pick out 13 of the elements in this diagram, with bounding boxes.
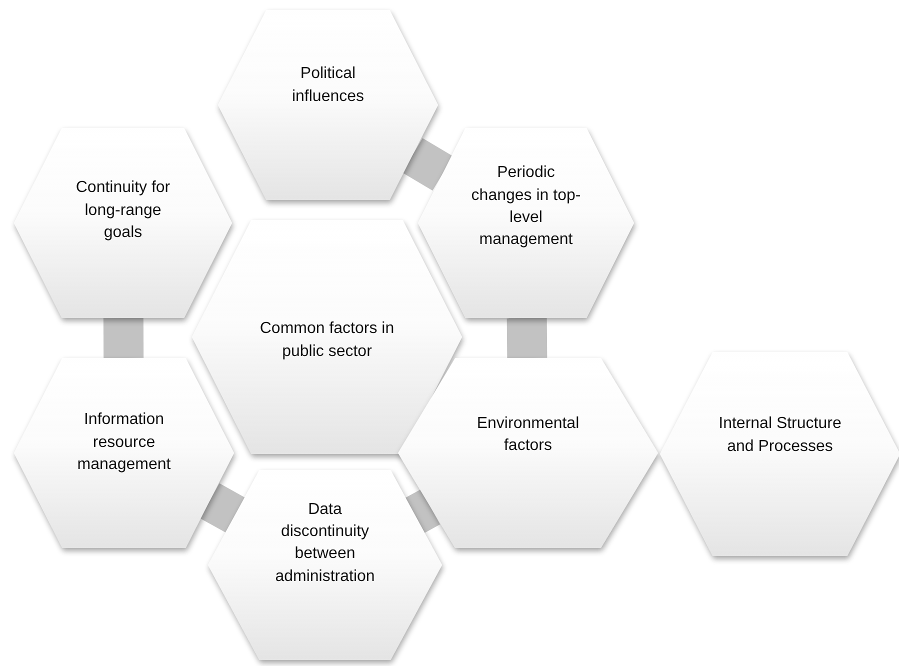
hexagon-label: Common factors in public sector [258,319,396,362]
connector-band [506,318,548,358]
hexagon-label: Internal Structure and Processes [718,414,842,457]
connector-band [405,489,440,533]
connector-band [200,483,245,532]
connector-band [103,318,144,358]
hexagon-label: Political influences [290,64,366,107]
hexagon-label: Data discontinuity between administration [274,500,376,587]
hexagon-label: Periodic changes in top-level management [470,163,582,250]
hexagon-label: Environmental factors [476,414,580,456]
connector-band [402,138,454,191]
hexagon-label: Continuity for long-range goals [74,178,172,244]
hexagon-label: Information resource management [76,410,172,476]
